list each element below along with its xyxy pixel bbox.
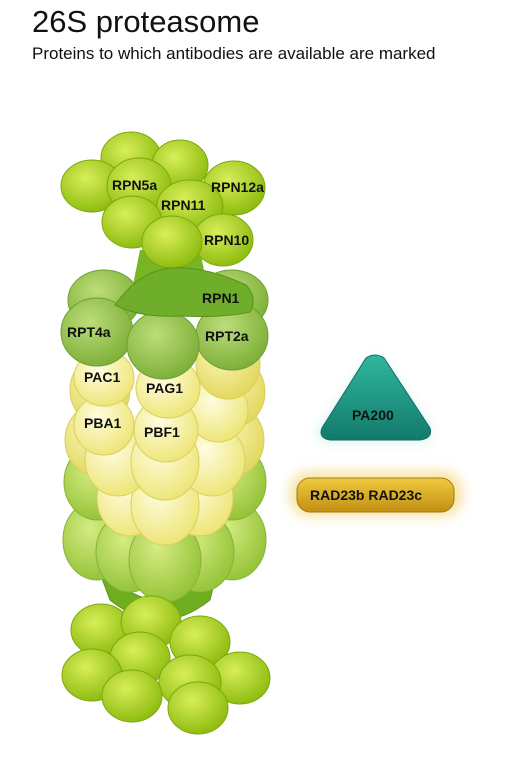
label-rpt4a: RPT4a xyxy=(67,324,111,340)
rpn1-shape xyxy=(114,267,254,317)
rad23-pill xyxy=(296,477,455,513)
bottom-lid-cluster xyxy=(61,595,271,735)
core-particle xyxy=(64,330,266,546)
lid-cluster xyxy=(60,131,266,269)
page-subtitle: Proteins to which antibodies are availab… xyxy=(32,44,436,63)
label-pbf1: PBF1 xyxy=(144,424,180,440)
label-rpn11: RPN11 xyxy=(161,197,206,213)
label-rpn5a: RPN5a xyxy=(112,177,157,193)
label-rpt2a: RPT2a xyxy=(205,328,249,344)
pa200-triangle xyxy=(320,354,431,441)
label-rpn10: RPN10 xyxy=(204,232,249,248)
label-rpn12a: RPN12a xyxy=(211,179,264,195)
label-pa200: PA200 xyxy=(352,407,394,423)
page-title: 26S proteasome xyxy=(32,4,260,39)
label-rad23: RAD23b RAD23c xyxy=(310,487,422,503)
label-rpn1: RPN1 xyxy=(202,290,240,306)
label-pac1: PAC1 xyxy=(84,369,121,385)
label-pba1: PBA1 xyxy=(84,415,122,431)
label-pag1: PAG1 xyxy=(146,380,183,396)
